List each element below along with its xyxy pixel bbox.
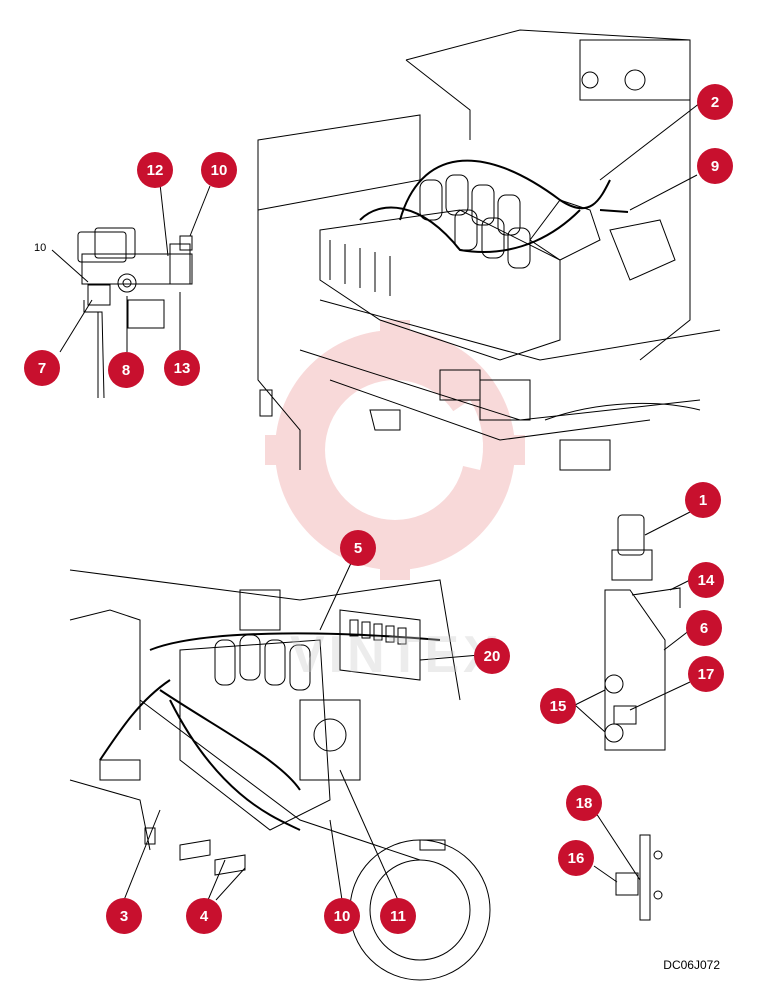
callout-15: 15 [540, 688, 576, 724]
top-right-assembly [257, 29, 721, 471]
callout-7: 7 [24, 350, 60, 386]
callout-8: 8 [108, 352, 144, 388]
callout-3: 3 [106, 898, 142, 934]
watermark-text: VINTEX [290, 626, 502, 684]
callout-10-top: 10 [201, 152, 237, 188]
callout-2: 2 [697, 84, 733, 120]
bottom-left-assembly [69, 547, 491, 981]
callout-18: 18 [566, 785, 602, 821]
callout-16: 16 [558, 840, 594, 876]
small-label-10: 10 [34, 242, 47, 254]
callout-13: 13 [164, 350, 200, 386]
callout-9: 9 [697, 148, 733, 184]
small-bracket-detail [593, 812, 663, 921]
top-left-detail [51, 183, 211, 399]
callout-12: 12 [137, 152, 173, 188]
right-bracket-detail [574, 511, 691, 751]
callout-17: 17 [688, 656, 724, 692]
callout-4: 4 [186, 898, 222, 934]
callout-11: 11 [380, 898, 416, 934]
callout-1: 1 [685, 482, 721, 518]
watermark-gear-logo [265, 320, 525, 580]
callout-20: 20 [474, 638, 510, 674]
drawing-code: DC06J072 [663, 958, 720, 972]
callout-6: 6 [686, 610, 722, 646]
callout-10-bottom: 10 [324, 898, 360, 934]
callout-5: 5 [340, 530, 376, 566]
callout-14: 14 [688, 562, 724, 598]
